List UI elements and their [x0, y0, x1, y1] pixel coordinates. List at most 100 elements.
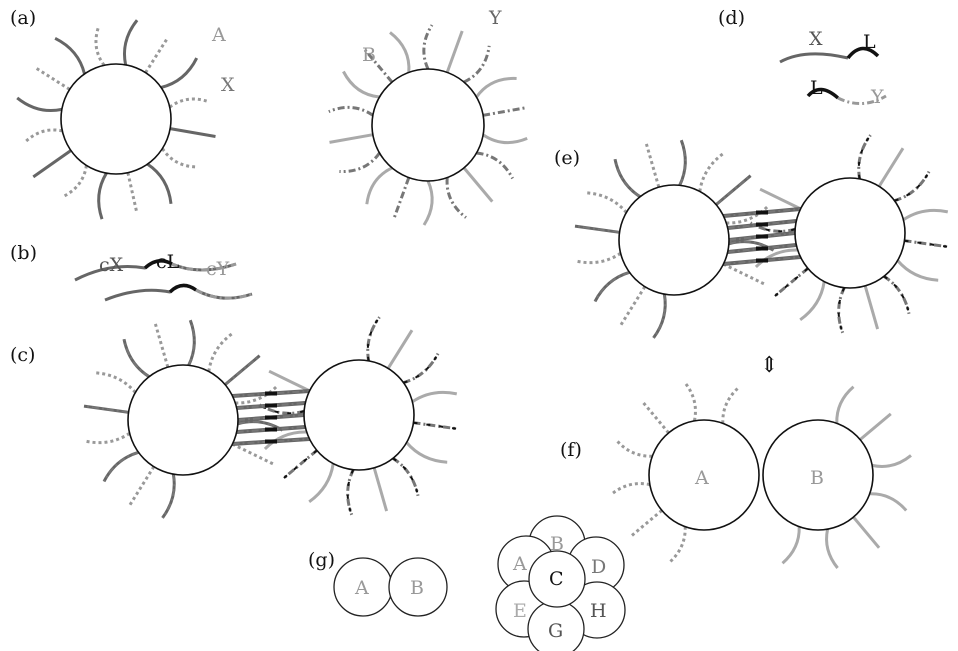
strand-x	[99, 173, 107, 219]
panel-e-strand-right	[760, 189, 801, 209]
strand-f-b	[853, 517, 879, 548]
label-cl: cL	[156, 251, 180, 273]
label-g2-h: H	[590, 600, 607, 622]
strand-f-a	[643, 402, 669, 433]
panel-c-strand-right	[414, 423, 459, 429]
strand-cl-2	[170, 285, 196, 292]
panel-c-strand-right-linker	[393, 458, 418, 496]
label-cy: cY	[206, 258, 230, 280]
strand-f-a	[611, 484, 650, 495]
panel-c-strand-right	[404, 354, 439, 383]
strand-f-a	[669, 527, 686, 564]
strand-b	[343, 72, 379, 98]
panel-e-strand-right	[865, 286, 877, 329]
strand-a	[170, 99, 210, 107]
strand-y	[339, 153, 379, 172]
panel-e-strand-left	[586, 193, 627, 213]
panel-c-strand-right	[412, 392, 456, 401]
panel-c-strand-right	[282, 450, 317, 479]
panel-e-strand-right	[800, 282, 824, 320]
strand-f-a	[684, 382, 695, 421]
particle-x-panel-e	[619, 185, 729, 295]
particle-y-panel-e	[795, 178, 905, 288]
panel-e-strand-left-hyb	[615, 159, 640, 197]
panel-e-strand-left	[680, 140, 686, 185]
panel-e-strand-left	[700, 153, 724, 191]
particle-b-panel-a	[372, 69, 484, 181]
panel-e-strand-right-linker	[895, 172, 930, 201]
label-g1-b: B	[410, 577, 424, 599]
label-strand-a: A	[211, 24, 226, 46]
strand-b	[464, 168, 492, 202]
panel-label-g: (g)	[308, 549, 335, 571]
label-d-l2: L	[810, 77, 823, 99]
strand-y	[424, 25, 432, 69]
strand-a	[36, 68, 70, 89]
strand-x	[17, 98, 62, 111]
strand-f-b	[827, 529, 838, 568]
panel-c-strand-left	[163, 474, 175, 518]
panel-c-strand-right-linker	[404, 354, 439, 383]
strand-x	[55, 38, 84, 74]
panel-e-strand-left	[646, 144, 658, 187]
panel-label-e: (e)	[554, 147, 580, 169]
particle-x-panel-c	[128, 365, 238, 475]
panel-c-strand-left-hyb	[124, 339, 149, 377]
panel-c-strand-right-linker	[368, 317, 380, 361]
panel-e-strand-right	[905, 241, 950, 247]
strand-d-x	[780, 54, 848, 62]
strand-b	[390, 32, 409, 72]
panel-label-a: (a)	[10, 7, 36, 29]
panel-c-strand-right	[388, 330, 412, 368]
strand-y	[464, 46, 489, 82]
panel-c-strand-left	[209, 333, 233, 371]
strand-x	[170, 129, 215, 137]
panel-e-strand-right-linker	[884, 276, 909, 314]
panel-c-strand-right	[393, 458, 418, 496]
panel-e-strand-left-hyb	[595, 272, 630, 301]
panel-e-strand-left	[621, 287, 645, 325]
strand-x	[124, 20, 137, 65]
panel-c-strand-left	[155, 324, 167, 367]
panel-c-strand-left	[189, 320, 195, 365]
strand-b	[477, 78, 517, 97]
strand-f-a	[631, 510, 662, 536]
strand-y	[477, 153, 513, 179]
reversible-arrow-icon: ⇕	[760, 353, 778, 378]
strand-f-a	[723, 387, 740, 424]
strand-b	[424, 181, 432, 225]
panel-e-strand-right	[773, 268, 808, 297]
strand-x	[33, 151, 71, 177]
label-strand-x: X	[221, 74, 235, 96]
strand-f-b	[837, 387, 854, 424]
strand-a	[128, 173, 137, 212]
panel-c-strand-right	[374, 468, 386, 511]
panel-c-strand-left-hyb	[104, 452, 139, 481]
cluster-dimer	[334, 558, 447, 616]
strand-y	[329, 107, 373, 115]
label-g2-c: C	[549, 568, 564, 590]
panel-c-strand-left	[124, 339, 149, 377]
strand-f-b	[860, 414, 891, 440]
strand-y	[483, 108, 526, 116]
label-particle-f-a: A	[694, 467, 709, 489]
particle-a-panel-a	[61, 64, 171, 174]
strand-a	[62, 165, 87, 197]
label-g2-d: D	[591, 556, 606, 578]
panel-e-strand-right	[903, 210, 947, 219]
panel-e-strand-right-linker	[859, 135, 871, 179]
panel-e-strand-right	[898, 261, 939, 281]
panel-c-strand-right	[407, 443, 448, 463]
panel-e-strand-right	[895, 172, 930, 201]
panel-e-strand-left	[595, 272, 630, 301]
panel-c-strand-left	[85, 433, 129, 442]
label-g2-e: E	[513, 600, 527, 622]
panel-e-strand-left	[615, 159, 640, 197]
panel-e-strand-left	[576, 253, 620, 262]
label-d-x: X	[809, 28, 823, 50]
strand-f-b	[872, 455, 911, 466]
panel-c-strand-right	[309, 464, 333, 502]
strand-f-b	[870, 494, 907, 511]
label-cx: cX	[99, 254, 124, 276]
label-d-y: Y	[870, 86, 884, 108]
